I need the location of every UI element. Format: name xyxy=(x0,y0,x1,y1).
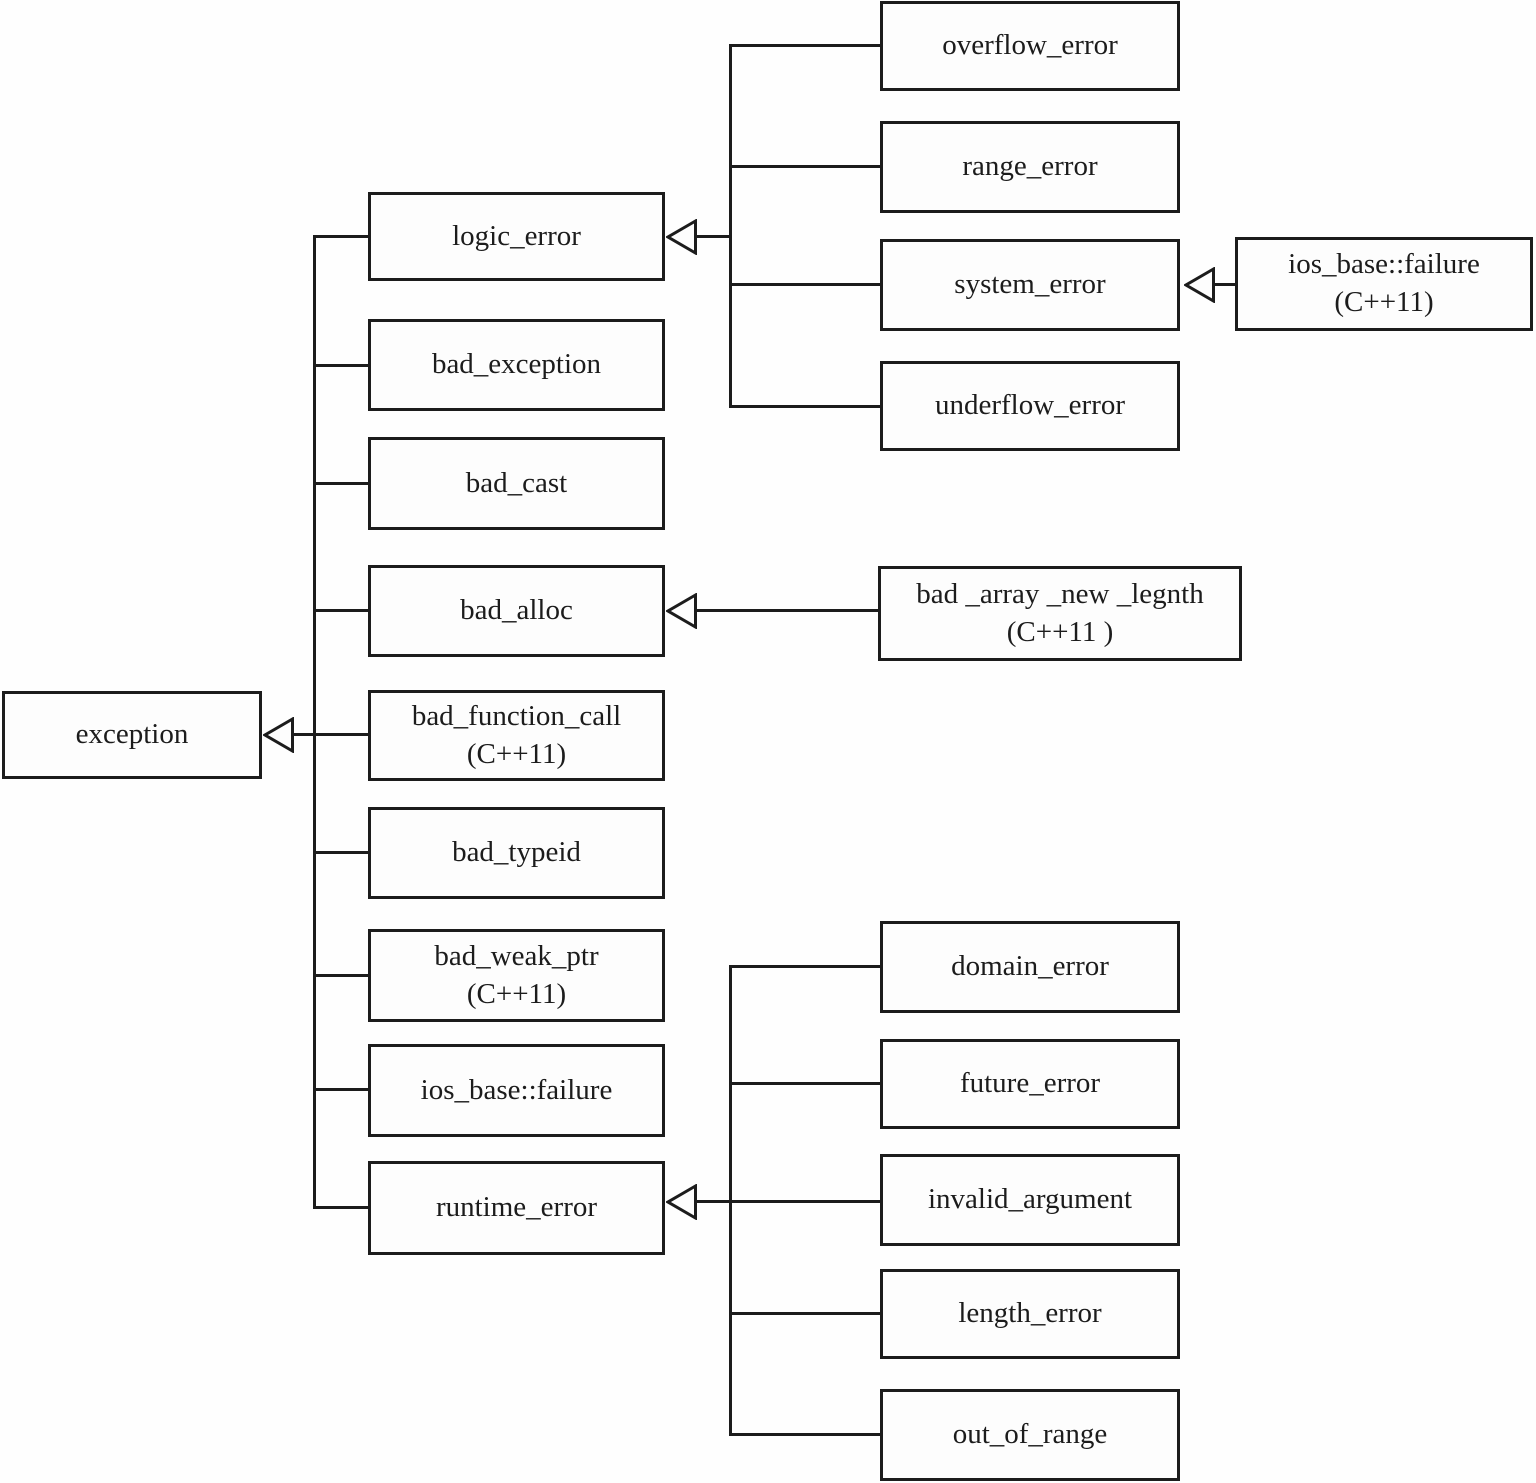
node-bad-cast: bad_cast xyxy=(368,437,665,530)
node-bad-typeid: bad_typeid xyxy=(368,807,665,899)
stub-length-error xyxy=(729,1312,880,1315)
node-length-error-label: length_error xyxy=(958,1297,1102,1330)
node-bad-alloc-label: bad_alloc xyxy=(460,594,573,627)
stub-underflow-error xyxy=(729,405,880,408)
node-system-error-label: system_error xyxy=(954,268,1106,301)
edge-bad-array-to-bad-alloc xyxy=(694,609,878,612)
node-logic-error: logic_error xyxy=(368,192,665,281)
node-runtime-error-label: runtime_error xyxy=(435,1191,598,1224)
node-overflow-error-label: overflow_error xyxy=(942,29,1118,62)
node-invalid-argument: invalid_argument xyxy=(880,1154,1180,1246)
stub-future-error xyxy=(729,1082,880,1085)
node-bad-exception-label: bad_exception xyxy=(431,348,602,381)
node-bad-function-call-label: bad_function_call xyxy=(411,699,622,732)
stub-bad-alloc xyxy=(313,609,368,612)
edge-ios-failure-to-system-error xyxy=(1211,283,1235,286)
edge-runtime-error-group xyxy=(694,1200,880,1203)
node-system-error: system_error xyxy=(880,239,1180,331)
inheritance-arrowhead-logic-error xyxy=(666,219,697,255)
node-out-of-range-label: out_of_range xyxy=(952,1418,1108,1451)
node-bad-array-new-legnth: bad _array _new _legnth (C++11 ) xyxy=(878,566,1242,661)
stub-bad-cast xyxy=(313,482,368,485)
node-underflow-error-label: underflow_error xyxy=(934,389,1126,422)
stub-logic-error xyxy=(313,235,368,238)
node-ios-base-failure-cpp11-label: ios_base::failure xyxy=(1288,248,1480,281)
edge-exception-to-bad-function-call xyxy=(293,733,368,736)
node-logic-error-label: logic_error xyxy=(452,219,581,252)
node-future-error-label: future_error xyxy=(959,1067,1101,1100)
node-ios-base-failure-cpp11: ios_base::failure (C++11) xyxy=(1235,237,1533,331)
node-domain-error: domain_error xyxy=(880,921,1180,1013)
stub-out-of-range xyxy=(729,1433,880,1436)
trunk-top-right xyxy=(729,44,732,408)
node-length-error: length_error xyxy=(880,1269,1180,1359)
node-bad-weak-ptr: bad_weak_ptr (C++11) xyxy=(368,929,665,1022)
node-range-error-label: range_error xyxy=(962,150,1098,183)
node-exception: exception xyxy=(2,691,262,779)
node-bad-function-call-sub: (C++11) xyxy=(466,737,567,770)
stub-bad-exception xyxy=(313,364,368,367)
node-bad-alloc: bad_alloc xyxy=(368,565,665,657)
node-bad-weak-ptr-label: bad_weak_ptr xyxy=(434,939,599,972)
inheritance-arrowhead-bad-alloc xyxy=(666,593,697,629)
node-ios-base-failure-label: ios_base::failure xyxy=(420,1073,613,1106)
inheritance-arrowhead-runtime-error xyxy=(666,1184,697,1220)
node-bad-cast-label: bad_cast xyxy=(465,466,568,499)
inheritance-arrowhead-system-error xyxy=(1184,267,1215,303)
node-ios-base-failure: ios_base::failure xyxy=(368,1044,665,1137)
stub-overflow-error xyxy=(729,44,880,47)
node-invalid-argument-label: invalid_argument xyxy=(927,1183,1133,1216)
node-bad-exception: bad_exception xyxy=(368,319,665,411)
stub-bad-typeid xyxy=(313,851,368,854)
node-out-of-range: out_of_range xyxy=(880,1389,1180,1481)
node-bad-weak-ptr-sub: (C++11) xyxy=(466,977,567,1010)
node-underflow-error: underflow_error xyxy=(880,361,1180,451)
inheritance-arrowhead-exception xyxy=(263,717,294,753)
node-overflow-error: overflow_error xyxy=(880,1,1180,91)
stub-range-error xyxy=(729,165,880,168)
node-runtime-error: runtime_error xyxy=(368,1161,665,1255)
stub-ios-base-failure xyxy=(313,1088,368,1091)
stub-runtime-error xyxy=(313,1206,368,1209)
node-bad-array-new-legnth-sub: (C++11 ) xyxy=(1006,615,1114,648)
trunk-middle xyxy=(313,235,316,1209)
node-bad-array-new-legnth-label: bad _array _new _legnth xyxy=(916,577,1204,610)
stub-domain-error xyxy=(729,965,880,968)
node-range-error: range_error xyxy=(880,121,1180,213)
node-domain-error-label: domain_error xyxy=(951,950,1109,983)
edge-logic-error-group xyxy=(694,235,732,238)
node-ios-base-failure-cpp11-sub: (C++11) xyxy=(1334,286,1434,318)
node-exception-label: exception xyxy=(75,718,189,751)
node-bad-typeid-label: bad_typeid xyxy=(452,836,581,869)
stub-bad-weak-ptr xyxy=(313,974,368,977)
stub-system-error xyxy=(729,283,880,286)
node-future-error: future_error xyxy=(880,1039,1180,1129)
node-bad-function-call: bad_function_call (C++11) xyxy=(368,690,665,781)
